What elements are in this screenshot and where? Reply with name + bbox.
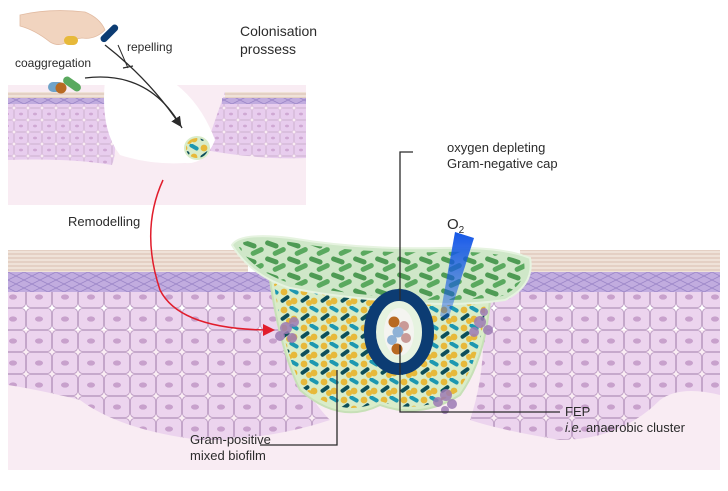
gram-positive-callout: Gram-positive mixed biofilm	[190, 432, 271, 464]
gram-negative-callout-line1: oxygen depleting	[447, 140, 546, 155]
oxygen-label: O2	[447, 217, 464, 239]
gram-positive-callout-line1: Gram-positive	[190, 432, 271, 447]
main-tissue	[8, 151, 720, 470]
inset-title-line2: prossess	[240, 41, 297, 57]
fep-callout: FEP i.e. anaerobic cluster	[565, 404, 685, 436]
gram-positive-callout-line2: mixed biofilm	[190, 448, 266, 463]
oxygen-symbol: O	[447, 216, 459, 233]
immune-cluster	[275, 308, 493, 414]
gram-negative-callout: oxygen depleting Gram-negative cap	[447, 140, 558, 172]
fep-callout-rest: anaerobic cluster	[582, 420, 685, 435]
fep-cluster	[364, 289, 434, 375]
repelling-label: repelling	[127, 40, 173, 54]
remodelling-label: Remodelling	[68, 214, 141, 229]
oxygen-subscript: 2	[458, 225, 465, 236]
fep-callout-ie: i.e.	[565, 420, 583, 435]
fep-callout-line1: FEP	[565, 404, 591, 419]
inset-title: Colonisation prossess	[240, 22, 317, 58]
gram-negative-callout-line2: Gram-negative cap	[447, 156, 558, 171]
inset-title-line1: Colonisation	[240, 23, 318, 39]
fep-callout-line2: i.e. anaerobic cluster	[565, 420, 685, 436]
oxygen-beam	[440, 232, 474, 320]
inset-panel	[8, 10, 306, 205]
coaggregation-label: coaggregation	[15, 56, 92, 70]
